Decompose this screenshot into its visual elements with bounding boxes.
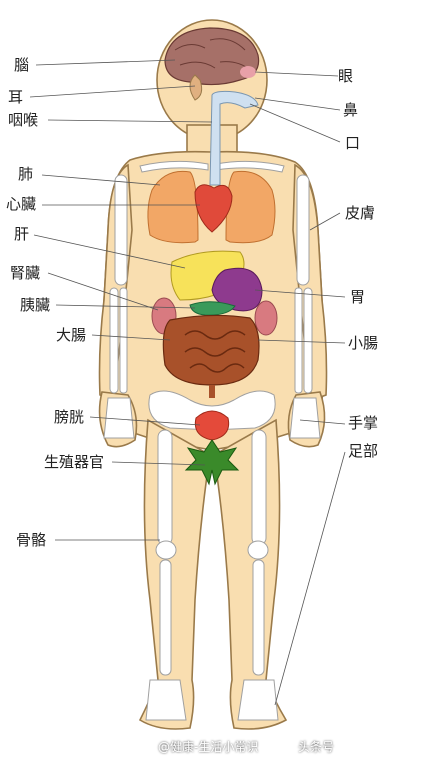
label-nose: 鼻: [343, 101, 359, 119]
lungs: [147, 170, 276, 244]
pancreas: [189, 301, 236, 316]
label-large-intestine: 大腸: [56, 326, 87, 344]
kidney-right: [254, 300, 278, 336]
stomach: [211, 267, 263, 312]
leader-lines: [29, 59, 346, 706]
label-genitals: 生殖器官: [44, 453, 105, 471]
label-liver: 肝: [14, 225, 30, 243]
label-foot: 足部: [348, 442, 379, 460]
intestines: [162, 314, 260, 398]
label-heart: 心臟: [6, 195, 37, 213]
eye: [240, 66, 256, 78]
label-brain: 腦: [14, 56, 30, 74]
watermark-right: 头条号: [298, 740, 335, 754]
bladder: [194, 410, 230, 441]
label-ear: 耳: [8, 88, 24, 106]
brain: [164, 27, 260, 86]
airway: [209, 90, 259, 186]
label-lung: 肺: [18, 165, 34, 183]
label-skin: 皮膚: [345, 204, 376, 222]
heart: [194, 184, 233, 233]
label-stomach: 胃: [350, 288, 366, 306]
ear: [189, 74, 203, 101]
label-palm: 手掌: [348, 414, 379, 432]
watermark-left: @健康-生活小常识: [158, 740, 259, 754]
label-kidney: 腎臟: [10, 264, 41, 282]
label-mouth: 口: [345, 134, 361, 152]
label-skeleton: 骨骼: [16, 531, 47, 549]
genitals: [184, 439, 240, 486]
label-small-intestine: 小腸: [348, 334, 379, 352]
label-eye: 眼: [338, 67, 354, 85]
label-throat: 咽喉: [8, 111, 39, 129]
label-bladder: 膀胱: [54, 408, 85, 426]
label-pancreas: 胰臟: [20, 296, 51, 314]
